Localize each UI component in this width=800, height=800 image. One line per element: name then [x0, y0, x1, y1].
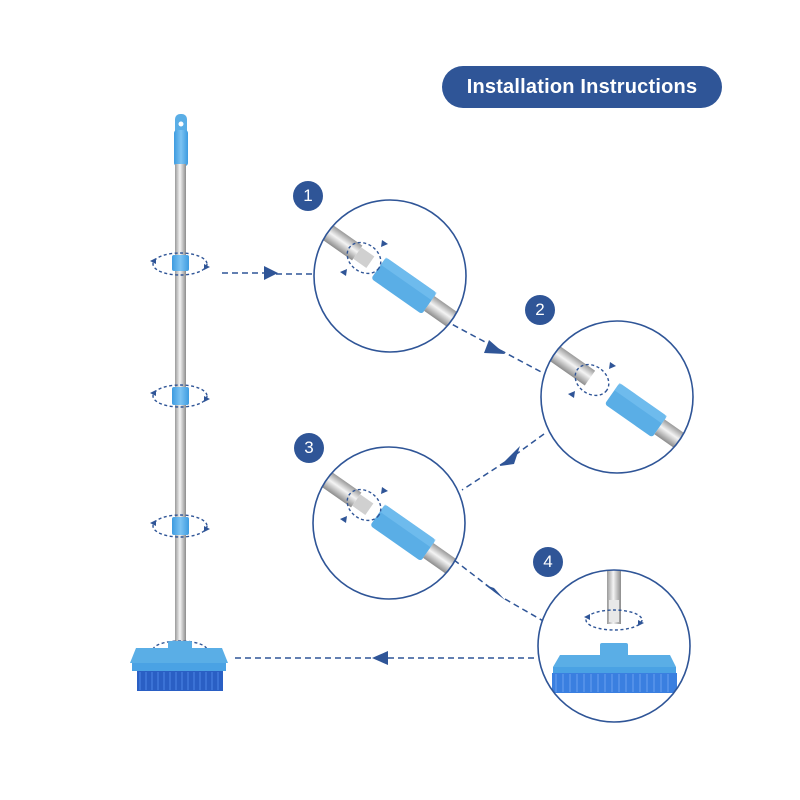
assembled-brush [130, 114, 228, 691]
step-3-detail [312, 446, 466, 600]
step-number-3: 3 [304, 438, 314, 457]
joint-3 [172, 517, 189, 535]
step-number-2: 2 [535, 300, 545, 319]
title-banner: Installation Instructions [442, 66, 722, 108]
step-2-detail [540, 320, 694, 474]
step-1-detail [313, 199, 467, 353]
title-text: Installation Instructions [466, 75, 698, 98]
brush-head [130, 648, 228, 663]
step-badge-1: 1 [293, 181, 323, 211]
step-number-1: 1 [303, 186, 313, 205]
step-badge-4: 4 [533, 547, 563, 577]
bristles [137, 671, 223, 691]
joint-2 [172, 387, 189, 405]
step-badge-2: 2 [525, 295, 555, 325]
top-grip [174, 130, 188, 166]
joint-1 [172, 255, 189, 271]
step-badge-3: 3 [294, 433, 324, 463]
step-4-detail [537, 569, 691, 723]
step-number-4: 4 [543, 552, 553, 571]
steel-pole [175, 164, 186, 652]
